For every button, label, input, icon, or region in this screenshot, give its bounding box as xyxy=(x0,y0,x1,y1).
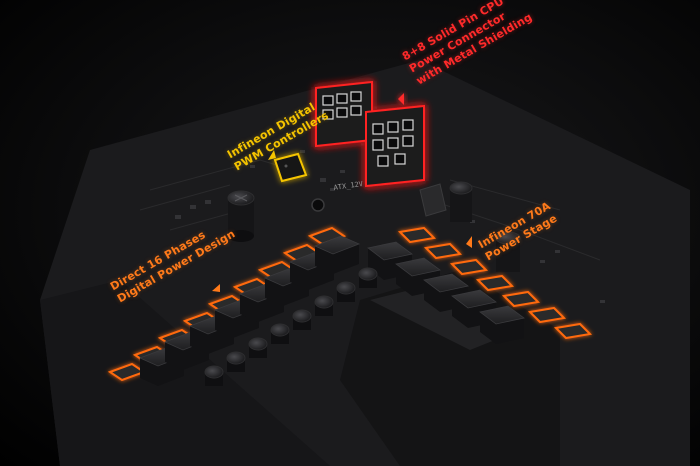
power-stage xyxy=(307,226,347,246)
choke-row-right xyxy=(367,241,525,344)
capacitor xyxy=(358,267,378,288)
choke-row-left xyxy=(138,235,361,386)
pcb-surface-shade xyxy=(40,280,330,466)
smd-components xyxy=(175,150,605,303)
pwm-controller-chip xyxy=(273,152,308,183)
power-stage xyxy=(501,290,541,308)
capacitor xyxy=(270,323,290,344)
cap-row-left xyxy=(204,267,378,386)
power-stage xyxy=(449,258,489,276)
pwm-callout-arrow xyxy=(268,150,276,160)
choke xyxy=(423,273,469,312)
capacitor xyxy=(248,337,268,358)
mounting-hole xyxy=(311,198,325,212)
power-stage xyxy=(553,322,593,340)
capacitor xyxy=(204,365,224,386)
stage-callout-arrow xyxy=(466,236,472,248)
capacitor xyxy=(227,190,255,242)
choke xyxy=(479,305,525,344)
power-stage xyxy=(475,274,515,292)
inductor xyxy=(419,183,447,217)
capacitor xyxy=(449,181,473,222)
power-stage xyxy=(423,242,463,260)
capacitor xyxy=(336,281,356,302)
capacitor xyxy=(495,231,521,272)
connector-pins xyxy=(322,91,414,167)
power-stage xyxy=(527,306,567,324)
phase-callout-arrow xyxy=(212,284,220,292)
phase-row-right xyxy=(397,226,593,340)
power-stage xyxy=(397,226,437,244)
callout-arrows xyxy=(212,93,472,292)
capacitor xyxy=(314,295,334,316)
choke xyxy=(313,235,361,274)
capacitor xyxy=(226,351,246,372)
cpu-callout-arrow xyxy=(398,93,404,105)
capacitor xyxy=(292,309,312,330)
